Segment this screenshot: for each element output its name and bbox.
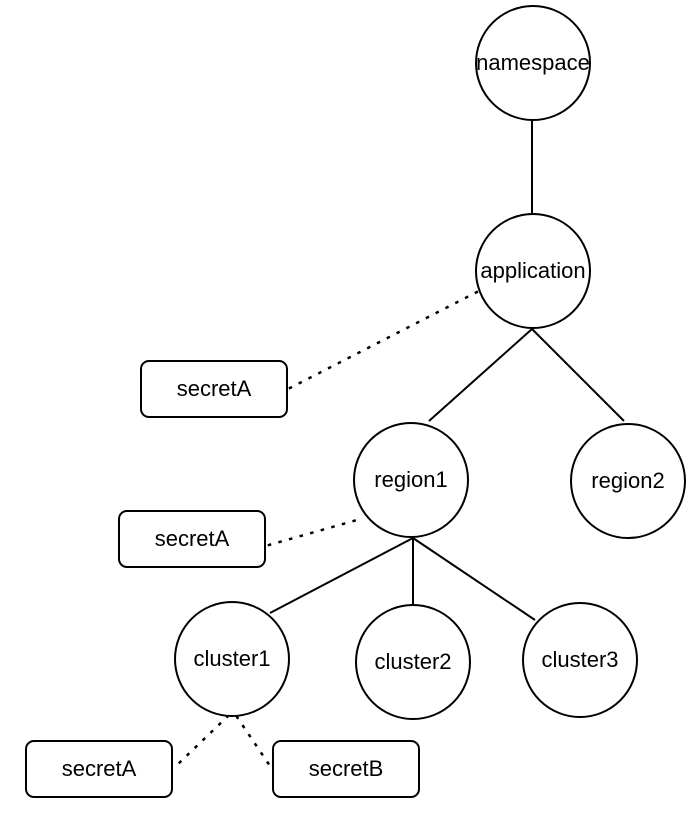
edge-secretA-region1	[267, 516, 366, 547]
edge-region1-cluster3	[412, 537, 536, 621]
node-secret-region1-label: secretA	[154, 526, 230, 551]
node-region1-label: region1	[374, 467, 448, 492]
node-cluster3: cluster3	[522, 602, 638, 718]
node-secret-application: secretA	[140, 360, 288, 418]
edge-region1-cluster1	[269, 537, 414, 614]
edge-cluster1-secretA	[173, 714, 230, 769]
node-secret-cluster1-a-label: secretA	[61, 756, 137, 781]
edge-cluster1-secretB	[235, 715, 272, 768]
node-application: application	[475, 213, 591, 329]
edge-application-region1	[428, 328, 533, 422]
node-secret-cluster1-b-label: secretB	[308, 756, 384, 781]
node-cluster2: cluster2	[355, 604, 471, 720]
edge-secretA-application	[288, 290, 479, 390]
node-cluster3-label: cluster3	[541, 647, 619, 672]
node-region2-label: region2	[591, 468, 665, 493]
node-secret-region1: secretA	[118, 510, 266, 568]
node-cluster2-label: cluster2	[374, 649, 452, 674]
node-namespace: namespace	[475, 5, 591, 121]
node-secret-cluster1-a: secretA	[25, 740, 173, 798]
node-cluster1: cluster1	[174, 601, 290, 717]
node-region2: region2	[570, 423, 686, 539]
node-namespace-label: namespace	[476, 50, 590, 75]
edge-application-region2	[531, 328, 625, 422]
node-application-label: application	[480, 258, 586, 283]
node-region1: region1	[353, 422, 469, 538]
node-secret-application-label: secretA	[176, 376, 252, 401]
node-cluster1-label: cluster1	[193, 646, 271, 671]
node-secret-cluster1-b: secretB	[272, 740, 420, 798]
